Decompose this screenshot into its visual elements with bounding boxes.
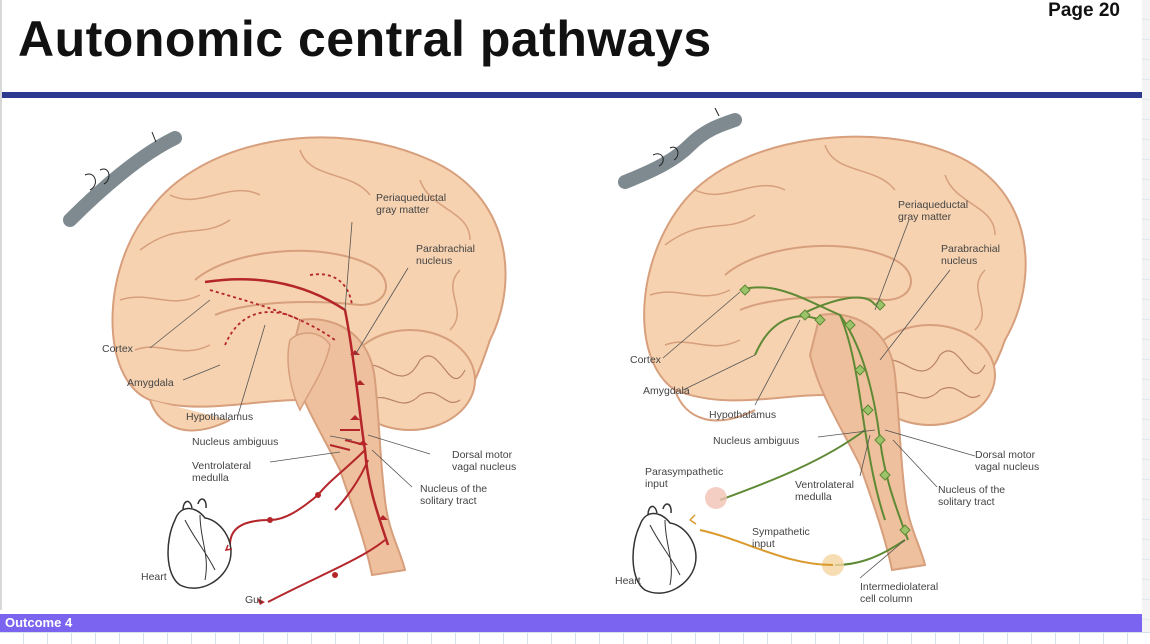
label-periaqueductal-2: gray matter xyxy=(898,211,952,223)
window-edge-grid xyxy=(1142,0,1150,643)
label-periaqueductal-2: gray matter xyxy=(376,204,430,216)
label-amygdala: Amygdala xyxy=(643,385,690,397)
autonomic-pathways-red xyxy=(204,273,390,605)
label-ventrolateral-2: medulla xyxy=(795,491,832,503)
slide-left-edge xyxy=(0,0,2,610)
footer-grid xyxy=(0,632,1150,644)
label-dorsal-motor: Dorsal motor xyxy=(452,449,513,461)
label-heart: Heart xyxy=(615,575,641,587)
label-sympathetic: Sympathetic xyxy=(752,526,810,538)
label-hypothalamus: Hypothalamus xyxy=(709,409,776,421)
label-amygdala: Amygdala xyxy=(127,377,174,389)
label-nucleus-ambiguus: Nucleus ambiguus xyxy=(192,436,278,448)
diagram-right-labels: Periaqueductal gray matter Parabrachial … xyxy=(615,199,1039,605)
autonomic-pathways-green xyxy=(719,286,909,566)
brain-diagram-right-svg: Periaqueductal gray matter Parabrachial … xyxy=(615,107,1039,605)
label-ventrolateral: Ventrolateral xyxy=(192,460,251,472)
label-cortex: Cortex xyxy=(102,343,134,355)
label-hypothalamus: Hypothalamus xyxy=(186,411,253,423)
annotation-scribble-right xyxy=(618,107,742,189)
brain-diagram-left-svg: Periaqueductal gray matter Parabrachial … xyxy=(63,131,516,606)
label-parabrachial-2: nucleus xyxy=(941,255,977,267)
label-periaqueductal: Periaqueductal xyxy=(376,192,446,204)
title-rule xyxy=(2,92,1142,98)
heart-illustration xyxy=(632,503,697,594)
label-dorsal-motor-2: vagal nucleus xyxy=(452,461,516,473)
diagram-left-labels: Periaqueductal gray matter Parabrachial … xyxy=(102,192,516,606)
label-cortex: Cortex xyxy=(630,354,662,366)
label-parabrachial: Parabrachial xyxy=(941,243,1000,255)
label-periaqueductal: Periaqueductal xyxy=(898,199,968,211)
label-parabrachial-2: nucleus xyxy=(416,255,452,267)
label-parabrachial: Parabrachial xyxy=(416,243,475,255)
label-ventrolateral-2: medulla xyxy=(192,472,229,484)
label-dorsal-motor: Dorsal motor xyxy=(975,449,1036,461)
label-gut: Gut xyxy=(245,594,262,606)
heart-illustration xyxy=(167,498,232,589)
annotation-scribble-left xyxy=(63,131,182,227)
label-solitary: Nucleus of the xyxy=(420,483,487,495)
label-parasympathetic-2: input xyxy=(645,478,668,490)
leader-lines xyxy=(662,219,976,579)
label-heart: Heart xyxy=(141,571,167,583)
page-title: Autonomic central pathways xyxy=(18,11,712,67)
brain-diagram-left: Periaqueductal gray matter Parabrachial … xyxy=(0,100,560,612)
pathway-markers-green xyxy=(739,284,911,536)
label-ventrolateral: Ventrolateral xyxy=(795,479,854,491)
label-solitary-2: solitary tract xyxy=(938,496,995,508)
label-intermediolateral-2: cell column xyxy=(860,593,913,605)
label-dorsal-motor-2: vagal nucleus xyxy=(975,461,1039,473)
label-intermediolateral: Intermediolateral xyxy=(860,581,938,593)
label-solitary: Nucleus of the xyxy=(938,484,1005,496)
label-solitary-2: solitary tract xyxy=(420,495,477,507)
label-sympathetic-2: input xyxy=(752,538,775,550)
footer-outcome-bar: Outcome 4 xyxy=(0,614,1142,632)
page-number: Page 20 xyxy=(1048,0,1120,21)
leader-lines xyxy=(149,221,431,488)
label-nucleus-ambiguus: Nucleus ambiguus xyxy=(713,435,799,447)
brain-diagram-right: Periaqueductal gray matter Parabrachial … xyxy=(575,100,1135,612)
label-parasympathetic: Parasympathetic xyxy=(645,466,723,478)
input-markers xyxy=(689,487,844,576)
